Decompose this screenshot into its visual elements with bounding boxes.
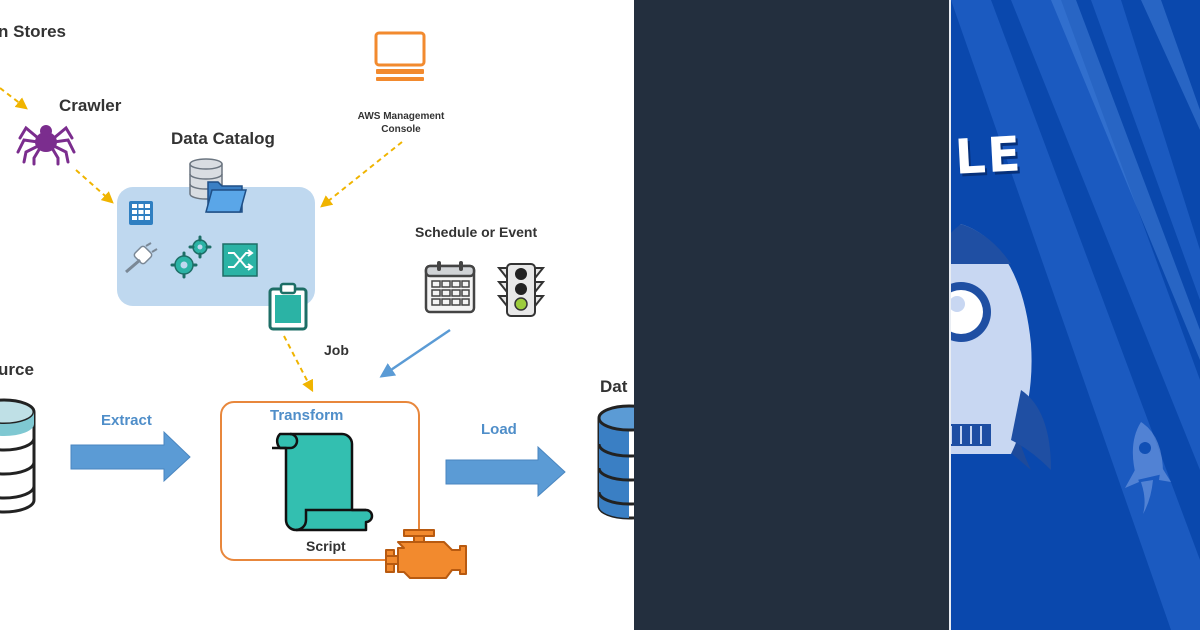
rocket-icon — [951, 224, 1051, 470]
job-label: Job — [324, 342, 349, 358]
arrow-crawler-to-catalog — [75, 169, 114, 204]
load-arrow — [445, 445, 566, 498]
database-folder-icon — [189, 158, 247, 213]
arrow-stores-to-crawler — [0, 87, 28, 110]
data-stores-label: n Stores — [0, 22, 67, 41]
transform-shuffle-icon — [222, 243, 258, 277]
calendar-schedule-icon — [424, 261, 476, 314]
gears-icon — [170, 235, 212, 279]
crawler-label: Crawler — [59, 96, 122, 115]
dark-background-panel — [634, 0, 949, 630]
data-target-database-icon — [597, 404, 634, 520]
small-rocket-icon — [1125, 422, 1171, 514]
data-catalog-label: Data Catalog — [171, 129, 275, 148]
table-grid-icon — [129, 201, 153, 225]
crawler-spider-icon — [16, 125, 76, 166]
management-console-icon — [374, 31, 426, 81]
connectors — [0, 87, 566, 498]
script-label: Script — [306, 538, 346, 554]
connection-plug-icon — [125, 242, 158, 274]
job-box — [220, 401, 420, 561]
data-source-label: urce — [0, 360, 34, 379]
traffic-light-event-icon — [496, 263, 546, 317]
banner-title-fragment: LE — [953, 126, 1024, 186]
aws-console-label: AWS Management Console — [357, 111, 445, 135]
extract-arrow — [70, 430, 191, 483]
transform-label: Transform — [270, 407, 344, 424]
clipboard-job-icon — [268, 282, 308, 331]
arrow-console-to-catalog — [320, 141, 403, 208]
arrow-catalog-to-job — [283, 335, 314, 393]
schedule-label: Schedule or Event — [415, 224, 538, 240]
engine-icon — [385, 529, 467, 579]
extract-label: Extract — [101, 412, 152, 429]
panel-divider — [949, 0, 951, 630]
script-scroll-icon — [272, 432, 374, 532]
data-target-label: Dat — [600, 377, 628, 396]
data-source-database-icon — [0, 398, 36, 514]
arrow-schedule-to-job — [379, 328, 451, 378]
load-label: Load — [481, 421, 517, 438]
rocket-banner-panel — [951, 0, 1200, 630]
etl-diagram-panel: n Stores Crawler Data Catalog AWS Manage… — [0, 22, 634, 579]
